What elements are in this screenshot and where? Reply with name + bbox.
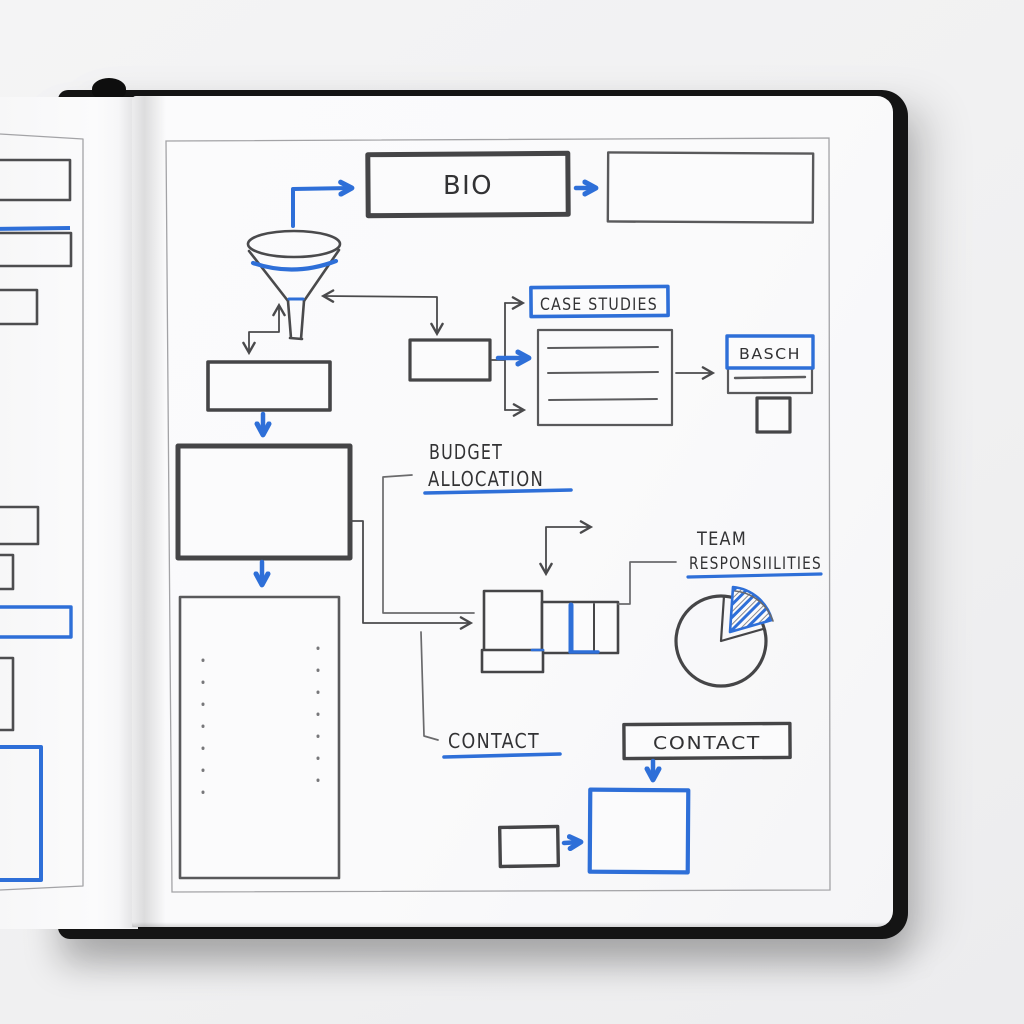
left-page-sketches bbox=[0, 133, 84, 891]
case-studies-label: CASE STUDIES bbox=[540, 295, 658, 315]
left-partial-box bbox=[0, 288, 39, 326]
content-lines-box bbox=[536, 328, 674, 427]
bio-box bbox=[365, 150, 571, 219]
pie-exploded-slice bbox=[728, 585, 774, 634]
box-under-funnel bbox=[206, 360, 332, 412]
left-page-frame bbox=[0, 133, 84, 891]
arrow-smallbox-to-bluebox bbox=[561, 834, 584, 852]
sketch-frame bbox=[165, 137, 831, 893]
budget-label-connector bbox=[382, 474, 475, 614]
left-page bbox=[0, 97, 138, 929]
budget-label-line1: BUDGET bbox=[429, 440, 503, 464]
cluster-to-team-connector bbox=[617, 561, 677, 605]
bio-box-label: BIO bbox=[443, 171, 493, 201]
contact-box bbox=[622, 721, 792, 761]
arrow-bigbox-to-cluster bbox=[349, 520, 474, 630]
pie-chart-icon bbox=[674, 585, 774, 688]
left-partial-blue-box bbox=[0, 605, 73, 639]
left-partial-box bbox=[0, 158, 72, 202]
arrow-box-funnel-exchange bbox=[242, 302, 286, 356]
page-gutter-shadow bbox=[118, 96, 166, 928]
budget-cluster bbox=[480, 589, 620, 674]
team-underline bbox=[686, 572, 823, 579]
contact-box-label: CONTACT bbox=[653, 733, 761, 754]
basch-label: BASCH bbox=[739, 345, 801, 363]
page-bottom-edge bbox=[132, 922, 892, 927]
contact-label-connector bbox=[420, 631, 439, 741]
left-partial-blue-line bbox=[0, 226, 71, 231]
basch-small-square bbox=[755, 396, 792, 434]
case-studies-box bbox=[529, 284, 670, 319]
arrow-smallbox-to-funnel bbox=[320, 289, 444, 337]
funnel-blue-band bbox=[250, 258, 339, 272]
budget-label-line2: ALLOCATION bbox=[428, 467, 544, 491]
big-box bbox=[175, 443, 353, 561]
bottom-small-box bbox=[497, 824, 561, 869]
left-partial-box bbox=[0, 231, 73, 268]
arrow-funnel-to-bio bbox=[291, 179, 355, 228]
budget-underline bbox=[423, 488, 573, 495]
team-label-line1: TEAM bbox=[696, 528, 747, 550]
mid-small-box bbox=[408, 338, 492, 382]
funnel-icon bbox=[246, 229, 342, 341]
contact-underline bbox=[442, 752, 562, 759]
left-partial-box bbox=[0, 553, 15, 591]
team-label-line2: RESPONSIILITIES bbox=[689, 554, 822, 574]
arrow-cluster-top-elbow bbox=[539, 520, 594, 577]
content-lines bbox=[547, 346, 659, 401]
left-partial-blue-box bbox=[0, 745, 43, 882]
elastic-band-loop bbox=[92, 78, 126, 100]
left-partial-box bbox=[0, 656, 15, 732]
left-partial-box bbox=[0, 505, 40, 546]
contact-label: CONTACT bbox=[448, 729, 540, 753]
blue-box-bottom bbox=[587, 787, 691, 875]
tall-list-box bbox=[178, 595, 341, 880]
basch-box: BASCH bbox=[725, 334, 815, 395]
blank-box-top-right bbox=[606, 151, 815, 224]
